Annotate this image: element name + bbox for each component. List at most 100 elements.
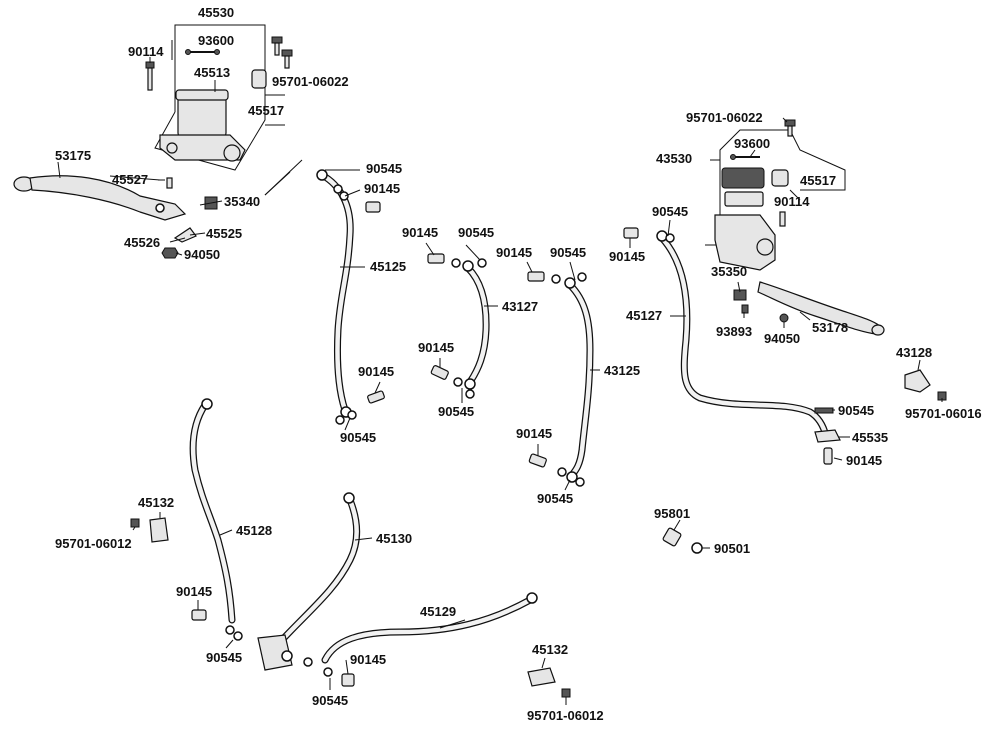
label-90145-j: 90145	[176, 584, 212, 599]
label-90145-f: 90145	[516, 426, 552, 441]
label-90145-h: 90145	[846, 453, 882, 468]
banjo-bolt-90145-e	[527, 271, 545, 282]
label-45517-left: 45517	[248, 103, 284, 118]
label-90545-i: 90545	[838, 403, 874, 418]
label-90545-d: 90545	[438, 404, 474, 419]
left-brake-lever-53175	[13, 175, 187, 221]
fitting-45535	[814, 429, 841, 443]
bolt-95701-06012-left	[130, 518, 140, 528]
part-45525	[173, 227, 197, 243]
hose-45129	[321, 592, 538, 664]
hose-45127	[656, 230, 830, 440]
banjo-bolt-90145-h	[823, 447, 833, 465]
label-90145-e: 90145	[496, 245, 532, 260]
banjo-bolt-90145-d	[430, 365, 449, 380]
pin-45527	[166, 177, 173, 189]
banjo-bolt-90145-f	[528, 453, 547, 468]
label-94050-right: 94050	[764, 331, 800, 346]
banjo-bolt-90145-a	[365, 201, 381, 213]
label-43128: 43128	[896, 345, 932, 360]
nut-94050-left	[161, 247, 179, 259]
label-94050-left: 94050	[184, 247, 220, 262]
nut-94050-right	[779, 313, 789, 323]
hose-43127	[462, 260, 490, 390]
washer-90501	[691, 542, 703, 554]
clamp-43128	[904, 369, 931, 393]
label-45127: 45127	[626, 308, 662, 323]
label-90545-a: 90545	[366, 161, 402, 176]
label-90545-b: 90545	[340, 430, 376, 445]
left-master-cylinder-group	[145, 24, 303, 196]
hose-43125	[564, 277, 594, 483]
label-90145-c: 90145	[402, 225, 438, 240]
label-93600-right: 93600	[734, 136, 770, 151]
label-95701-06022-right: 95701-06022	[686, 110, 763, 125]
label-45132-left: 45132	[138, 495, 174, 510]
junction-block	[257, 634, 293, 671]
label-45125: 45125	[370, 259, 406, 274]
label-45535: 45535	[852, 430, 888, 445]
label-45130: 45130	[376, 531, 412, 546]
bolt-95701-06022-right	[784, 119, 796, 137]
label-45526: 45526	[124, 235, 160, 250]
label-43127: 43127	[502, 299, 538, 314]
label-45513: 45513	[194, 65, 230, 80]
banjo-bolt-90145-b	[367, 390, 385, 404]
screw-93600-right	[730, 154, 760, 160]
label-90545-l: 90545	[312, 693, 348, 708]
banjo-bolt-90145-k	[341, 673, 355, 687]
right-master-cylinder-group	[705, 119, 846, 271]
label-45128: 45128	[236, 523, 272, 538]
label-43125: 43125	[604, 363, 640, 378]
bolt-95801	[662, 527, 682, 547]
label-90545-c: 90545	[458, 225, 494, 240]
label-95701-06022-left: 95701-06022	[272, 74, 349, 89]
leader-lines	[57, 40, 943, 705]
banjo-bolt-90145-g	[623, 227, 639, 239]
switch-45517-left	[251, 69, 267, 89]
label-35340: 35340	[224, 194, 260, 209]
screw-90114-left	[145, 61, 155, 91]
washer-90545-i	[814, 407, 834, 414]
hose-45128	[189, 398, 236, 624]
clamp-45132-right	[527, 667, 556, 687]
label-90545-k: 90545	[206, 650, 242, 665]
screw-90114-right	[779, 211, 786, 227]
label-93893: 93893	[716, 324, 752, 339]
right-brake-lever-53178	[757, 281, 885, 336]
label-43530: 43530	[656, 151, 692, 166]
label-45530: 45530	[198, 5, 234, 20]
label-45129: 45129	[420, 604, 456, 619]
bolt-95701-06012-right	[561, 688, 571, 698]
hose-45125	[316, 169, 354, 418]
label-35350: 35350	[711, 264, 747, 279]
master-cylinder-reservoir	[159, 89, 246, 162]
screw-93600-left	[185, 49, 220, 55]
label-45525: 45525	[206, 226, 242, 241]
clamp-45132-left	[149, 517, 169, 543]
label-90145-b: 90145	[358, 364, 394, 379]
label-95701-06012-right: 95701-06012	[527, 708, 604, 723]
bolt-95701-06022-left	[271, 36, 293, 69]
label-90114-right: 90114	[774, 194, 810, 209]
label-95801: 95801	[654, 506, 690, 521]
banjo-bolt-90145-c	[427, 253, 445, 264]
label-53178: 53178	[812, 320, 848, 335]
label-90114-left: 90114	[128, 44, 164, 59]
label-45132-right: 45132	[532, 642, 568, 657]
label-90145-g: 90145	[609, 249, 645, 264]
label-90501: 90501	[714, 541, 750, 556]
label-90145-k: 90145	[350, 652, 386, 667]
label-95701-06016: 95701-06016	[905, 406, 982, 421]
label-45517-right: 45517	[800, 173, 836, 188]
label-90545-h: 90545	[652, 204, 688, 219]
banjo-bolt-90145-j	[191, 609, 207, 621]
label-90145-a: 90145	[364, 181, 400, 196]
hose-45130	[278, 492, 361, 644]
label-90145-d: 90145	[418, 340, 454, 355]
label-45527: 45527	[112, 172, 148, 187]
switch-45517-right	[771, 169, 789, 187]
label-53175: 53175	[55, 148, 91, 163]
screw-93893	[741, 304, 749, 314]
